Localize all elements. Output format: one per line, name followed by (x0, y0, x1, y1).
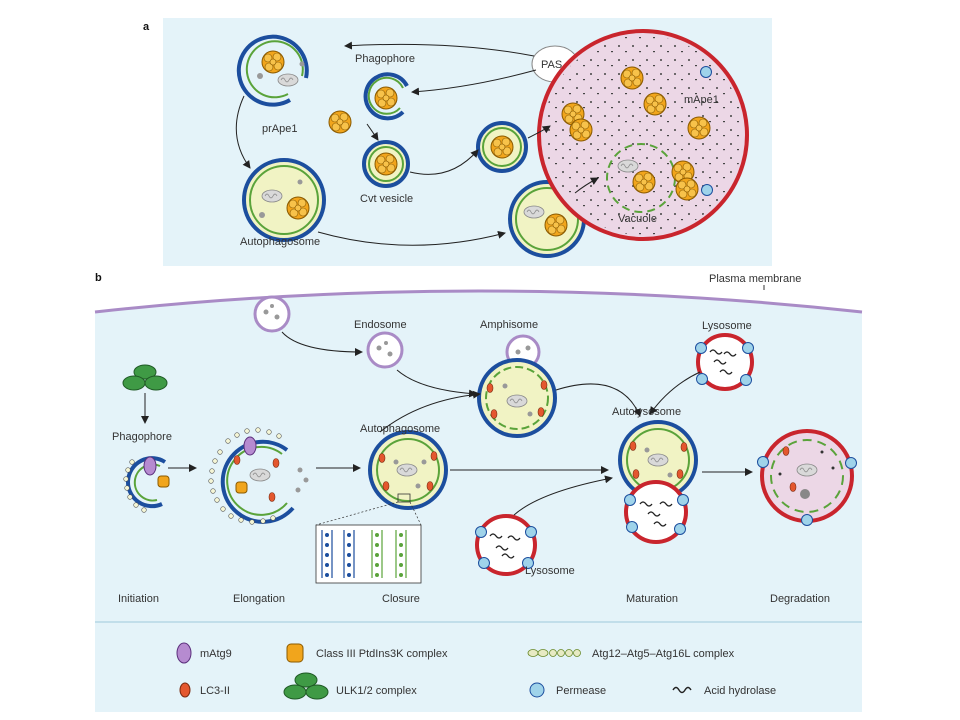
legend-atg12: Atg12–Atg5–Atg16L complex (592, 648, 735, 660)
ulk-complex-start (122, 364, 168, 391)
membrane-inset (315, 501, 422, 584)
stage-maturation: Maturation (626, 593, 678, 605)
legend-matg9: mAtg9 (200, 648, 232, 660)
acid-hydrolase-icon (672, 686, 692, 694)
endocytic-vesicle (253, 295, 291, 333)
phagophore-cargo-a (363, 72, 409, 121)
stage-degradation: Degradation (770, 593, 830, 605)
label-phagophore-a: Phagophore (355, 53, 415, 65)
autophagosome-a (242, 158, 326, 242)
label-phagophore-b: Phagophore (112, 431, 172, 443)
legend-hydrolase: Acid hydrolase (704, 685, 776, 697)
label-lysosome-top: Lysosome (702, 320, 752, 332)
label-vacuole: Vacuole (618, 213, 657, 225)
degradation-vesicle (757, 429, 857, 526)
matg9-icon (176, 642, 192, 664)
stage-labels: Initiation Elongation Closure Maturation… (118, 593, 830, 605)
label-endosome: Endosome (354, 319, 407, 331)
amphisome (477, 334, 557, 438)
phagophore-b (123, 456, 170, 513)
panel-b-letter: b (95, 272, 102, 284)
arrows-panel-b (141, 331, 753, 516)
lc3-icon (179, 682, 191, 698)
legend-pi3k: Class III PtdIns3K complex (316, 648, 448, 660)
label-pas: PAS (541, 59, 562, 71)
lysosome-bottom (475, 514, 537, 576)
atg12-complex-icon (527, 649, 581, 657)
vacuole (537, 29, 749, 241)
legend-lc3: LC3-II (200, 685, 230, 697)
endosome (366, 331, 404, 369)
pi3k-icon (286, 643, 304, 663)
label-autophagosome-b: Autophagosome (360, 423, 440, 435)
legend-permease: Permease (556, 685, 606, 697)
legend: mAtg9 Class III PtdIns3K complex Atg12–A… (95, 621, 862, 700)
stage-initiation: Initiation (118, 593, 159, 605)
lysosome-top (695, 333, 754, 391)
cell-background (95, 291, 862, 712)
elongation-membrane (208, 427, 309, 525)
cvt-vesicle-fusing (476, 121, 528, 173)
label-autolysosome: Autolysosome (612, 406, 681, 418)
plasma-membrane (94, 289, 863, 314)
label-mape1: mApe1 (684, 94, 719, 106)
label-prape1: prApe1 (262, 123, 297, 135)
label-autophagosome-a: Autophagosome (240, 236, 320, 248)
label-cvt-vesicle: Cvt vesicle (360, 193, 413, 205)
autolysosome (618, 420, 698, 544)
stage-elongation: Elongation (233, 593, 285, 605)
panel-a: a Phagophore PAS prApe1 (143, 18, 772, 266)
permease-icon (529, 682, 545, 698)
arrows-panel-a (235, 41, 599, 246)
panel-a-letter: a (143, 21, 150, 33)
prape1-cargo (328, 110, 352, 134)
autophagosome-b (368, 430, 448, 510)
stage-closure: Closure (382, 593, 420, 605)
phagophore-a (236, 34, 309, 107)
label-amphisome: Amphisome (480, 319, 538, 331)
panel-b: b Plasma membrane Endosome Amphisome (94, 272, 863, 712)
label-plasma-membrane: Plasma membrane (709, 273, 801, 285)
ulk-complex-icon (283, 672, 329, 700)
legend-ulk: ULK1/2 complex (336, 685, 417, 697)
cvt-vesicle (362, 140, 410, 188)
label-lysosome-bottom: Lysosome (525, 565, 575, 577)
